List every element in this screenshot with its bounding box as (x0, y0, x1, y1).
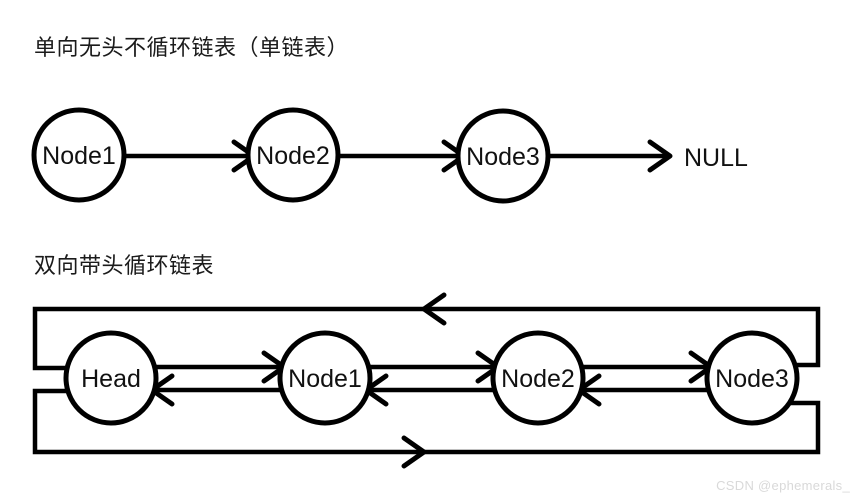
circular-loop-forward (32, 388, 821, 469)
node-label: Node1 (288, 365, 362, 393)
doubly-node-head: Head (63, 330, 159, 426)
node-label: Node3 (715, 365, 789, 393)
node-circle (63, 330, 159, 426)
node-label: Node2 (256, 142, 330, 170)
null-terminator-label: NULL (684, 144, 748, 172)
circular-loop-backward (32, 292, 821, 371)
node-circle (490, 330, 586, 426)
node-circle (704, 330, 800, 426)
edge-node1-to-head (149, 373, 283, 407)
doubly-node-node1: Node1 (277, 330, 373, 426)
singly-list-title: 单向无头不循环链表（单链表） (34, 35, 350, 60)
csdn-watermark: CSDN @ephemerals_ (716, 478, 850, 493)
node-circle (31, 107, 127, 203)
singly-node-node2: Node2 (245, 107, 341, 203)
edge-node2-to-node1 (363, 373, 497, 407)
doubly-linked-list-group: Head Node1 Node2 Node3 (32, 292, 821, 469)
doubly-node-node2: Node2 (490, 330, 586, 426)
edge-node2-to-node3 (336, 139, 467, 173)
edge-node3-to-node2 (576, 373, 710, 407)
edge-node3-to-null (546, 139, 673, 173)
singly-linked-list-group: Node1 Node2 Node3 NULL (31, 107, 748, 204)
edge-node1-to-node2 (367, 350, 501, 384)
edge-node1-to-node2 (122, 139, 257, 173)
node-label: Node2 (501, 365, 575, 393)
doubly-node-node3: Node3 (704, 330, 800, 426)
node-circle (455, 108, 551, 204)
node-label: Node1 (42, 142, 116, 170)
node-circle (277, 330, 373, 426)
singly-node-node3: Node3 (455, 108, 551, 204)
node-circle (245, 107, 341, 203)
edge-node2-to-node3 (580, 350, 714, 384)
node-label: Node3 (466, 143, 540, 171)
doubly-list-title: 双向带头循环链表 (34, 253, 215, 278)
singly-node-node1: Node1 (31, 107, 127, 203)
edge-head-to-node1 (153, 350, 287, 384)
node-label: Head (81, 365, 141, 393)
